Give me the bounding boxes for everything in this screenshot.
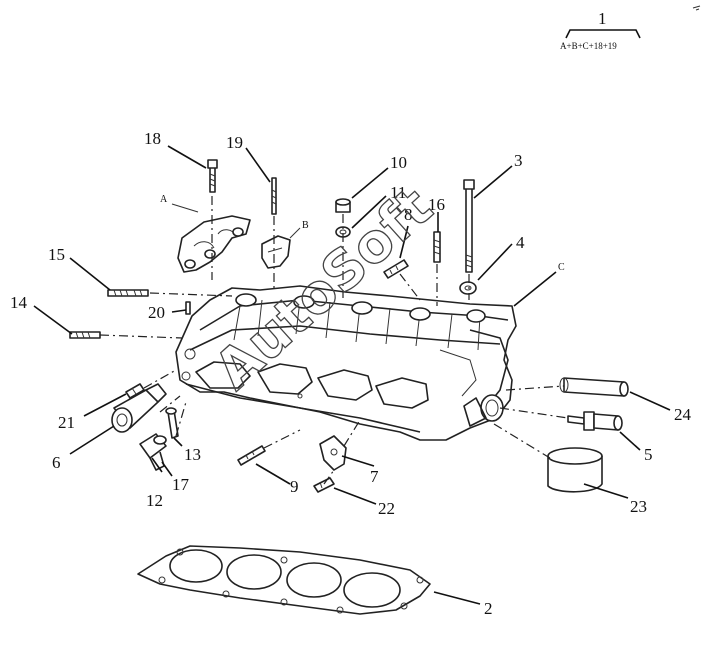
callout-15: 15 xyxy=(48,245,65,264)
callout-3: 3 xyxy=(514,151,523,170)
bracket-7 xyxy=(319,435,347,471)
sleeve-24 xyxy=(559,377,629,397)
assembly-lines xyxy=(99,196,569,485)
assembly-bracket xyxy=(565,29,641,39)
callout-18: 18 xyxy=(144,129,161,148)
washer-4 xyxy=(459,281,477,295)
callout-2: 2 xyxy=(484,599,493,618)
callout-12: 12 xyxy=(146,491,163,510)
callout-5: 5 xyxy=(644,445,653,464)
bolt-18 xyxy=(207,159,218,193)
letter-C: C xyxy=(558,262,565,273)
plug-8 xyxy=(383,259,409,279)
stud-9 xyxy=(237,445,266,466)
callout-14: 14 xyxy=(10,293,28,312)
callout-6: 6 xyxy=(52,453,61,472)
callout-19: 19 xyxy=(226,133,243,152)
assembly-reference: 1 A+B+C+18+19 xyxy=(560,5,701,51)
callout-8: 8 xyxy=(404,205,413,224)
head-gasket xyxy=(137,545,431,615)
cam-cap-A xyxy=(171,203,251,273)
leader-lines xyxy=(33,145,671,605)
cup-plug-23 xyxy=(547,447,603,493)
corner-mark xyxy=(692,5,701,11)
cam-cap-B xyxy=(261,227,301,269)
callout-numbers: 18 19 10 11 3 4 16 8 15 14 20 21 6 13 17… xyxy=(10,129,692,618)
sensor-12-17 xyxy=(139,433,167,471)
callout-23: 23 xyxy=(630,497,647,516)
stud-19 xyxy=(271,177,277,215)
dowel-16 xyxy=(433,231,441,263)
callout-7: 7 xyxy=(370,467,379,486)
letter-A: A xyxy=(160,194,168,205)
callout-16: 16 xyxy=(428,195,445,214)
cylinder-head xyxy=(175,285,517,441)
callout-24: 24 xyxy=(674,405,692,424)
callout-17: 17 xyxy=(172,475,190,494)
callout-4: 4 xyxy=(516,233,525,252)
assembly-number: 1 xyxy=(598,9,607,28)
cap-10 xyxy=(335,198,351,213)
callout-13: 13 xyxy=(184,445,201,464)
stud-14 xyxy=(69,331,101,339)
callout-10: 10 xyxy=(390,153,407,172)
temp-sensor-5 xyxy=(567,411,623,431)
head-bolt-3 xyxy=(463,179,475,273)
callout-22: 22 xyxy=(378,499,395,518)
stud-15 xyxy=(107,289,149,297)
callout-20: 20 xyxy=(148,303,165,322)
callout-21: 21 xyxy=(58,413,75,432)
oil-control-valve-6 xyxy=(111,383,167,433)
leader-C xyxy=(513,271,557,307)
callout-9: 9 xyxy=(290,477,299,496)
bolt-22 xyxy=(313,477,335,493)
callout-11: 11 xyxy=(390,183,406,202)
letter-B: B xyxy=(302,220,309,231)
bolt-21 xyxy=(125,383,145,399)
bolt-13 xyxy=(165,407,179,439)
assembly-formula: A+B+C+18+19 xyxy=(560,41,617,51)
pin-20 xyxy=(185,301,191,315)
